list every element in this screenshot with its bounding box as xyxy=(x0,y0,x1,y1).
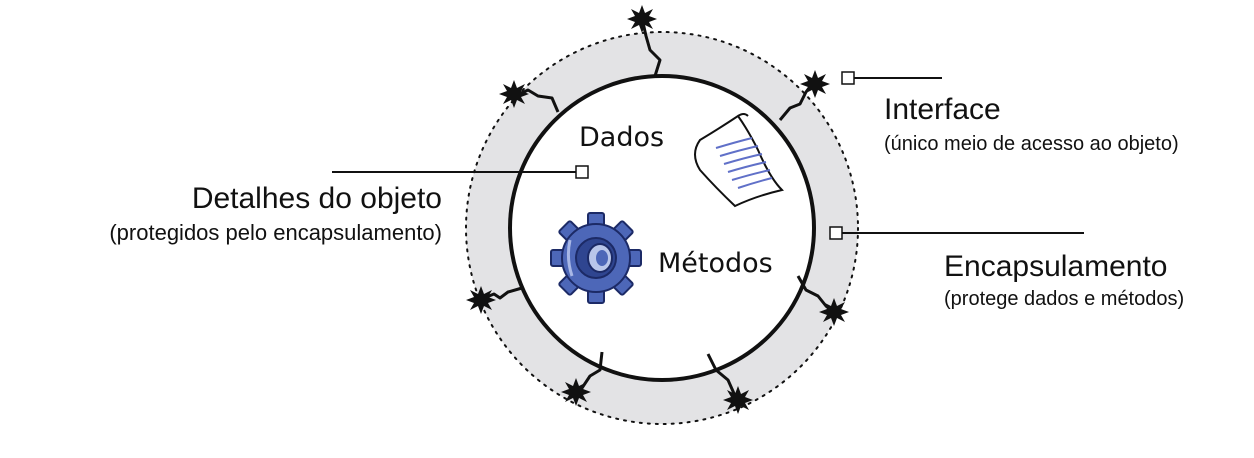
spark-icon xyxy=(499,80,529,108)
dados-label: Dados xyxy=(579,122,665,153)
metodos-label: Métodos xyxy=(658,248,773,279)
encapsulamento-title: Encapsulamento xyxy=(944,250,1168,283)
encapsulamento-connector xyxy=(829,226,843,240)
interface-connector xyxy=(841,71,855,85)
detalhes-connector xyxy=(575,165,589,179)
encapsulamento-subtitle: (protege dados e métodos) xyxy=(944,288,1185,310)
spark-icon xyxy=(627,5,657,33)
spark-icon xyxy=(466,286,496,314)
spark-icon xyxy=(561,378,591,406)
gear-icon xyxy=(550,212,642,304)
interface-subtitle: (único meio de acesso ao objeto) xyxy=(884,133,1179,155)
spark-icon xyxy=(819,298,849,326)
interface-title: Interface xyxy=(884,93,1001,126)
spark-icon xyxy=(723,386,753,414)
detalhes-title: Detalhes do objeto xyxy=(191,182,442,215)
document-icon xyxy=(694,113,784,208)
spark-icon xyxy=(800,70,830,98)
detalhes-subtitle: (protegidos pelo encapsulamento) xyxy=(109,220,442,245)
